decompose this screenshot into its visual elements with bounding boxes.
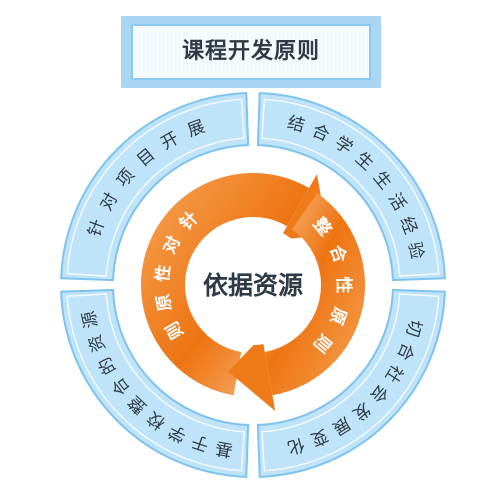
inner-label-char: 原 [325,304,350,327]
outer-label-char: 针 [85,217,110,240]
inner-label-char: 原 [153,292,176,313]
outer-segment-highlight [66,98,245,277]
orange-arrowhead-bottom [228,336,276,412]
outer-label-char: 展 [185,117,208,142]
outer-segment [60,92,250,282]
outer-label-char: 验 [404,240,427,261]
outer-segment-highlight [261,98,440,277]
outer-label-char: 于 [189,430,211,454]
orange-arc-left [141,172,309,396]
outer-label-char: 资 [85,332,110,355]
outer-segment-highlight [261,293,440,472]
outer-segment [60,288,250,478]
outer-ring [60,92,446,478]
center-label: 依据资源 [203,271,303,300]
title-banner-inner [133,26,369,78]
outer-label-char: 基 [214,437,234,460]
orange-arc-right [264,193,366,396]
outer-label-char: 源 [79,309,102,330]
diagram-title: 课程开发原则 [181,39,320,64]
center-circle [193,225,313,345]
outer-label-char: 变 [308,425,332,450]
outer-label-char: 结 [285,113,307,137]
outer-segment [256,92,446,282]
outer-label-char: 合 [309,121,333,146]
outer-label-char: 化 [285,433,307,457]
orange-cycle-ring [141,172,366,412]
outer-label-char: 切 [401,317,425,339]
inner-label-char: 性 [333,277,354,294]
outer-label-char: 合 [393,340,418,364]
outer-segment [256,288,446,478]
inner-label-char: 性 [152,263,175,283]
outer-segment-highlight [66,293,245,472]
outer-label-char: 经 [396,214,421,237]
